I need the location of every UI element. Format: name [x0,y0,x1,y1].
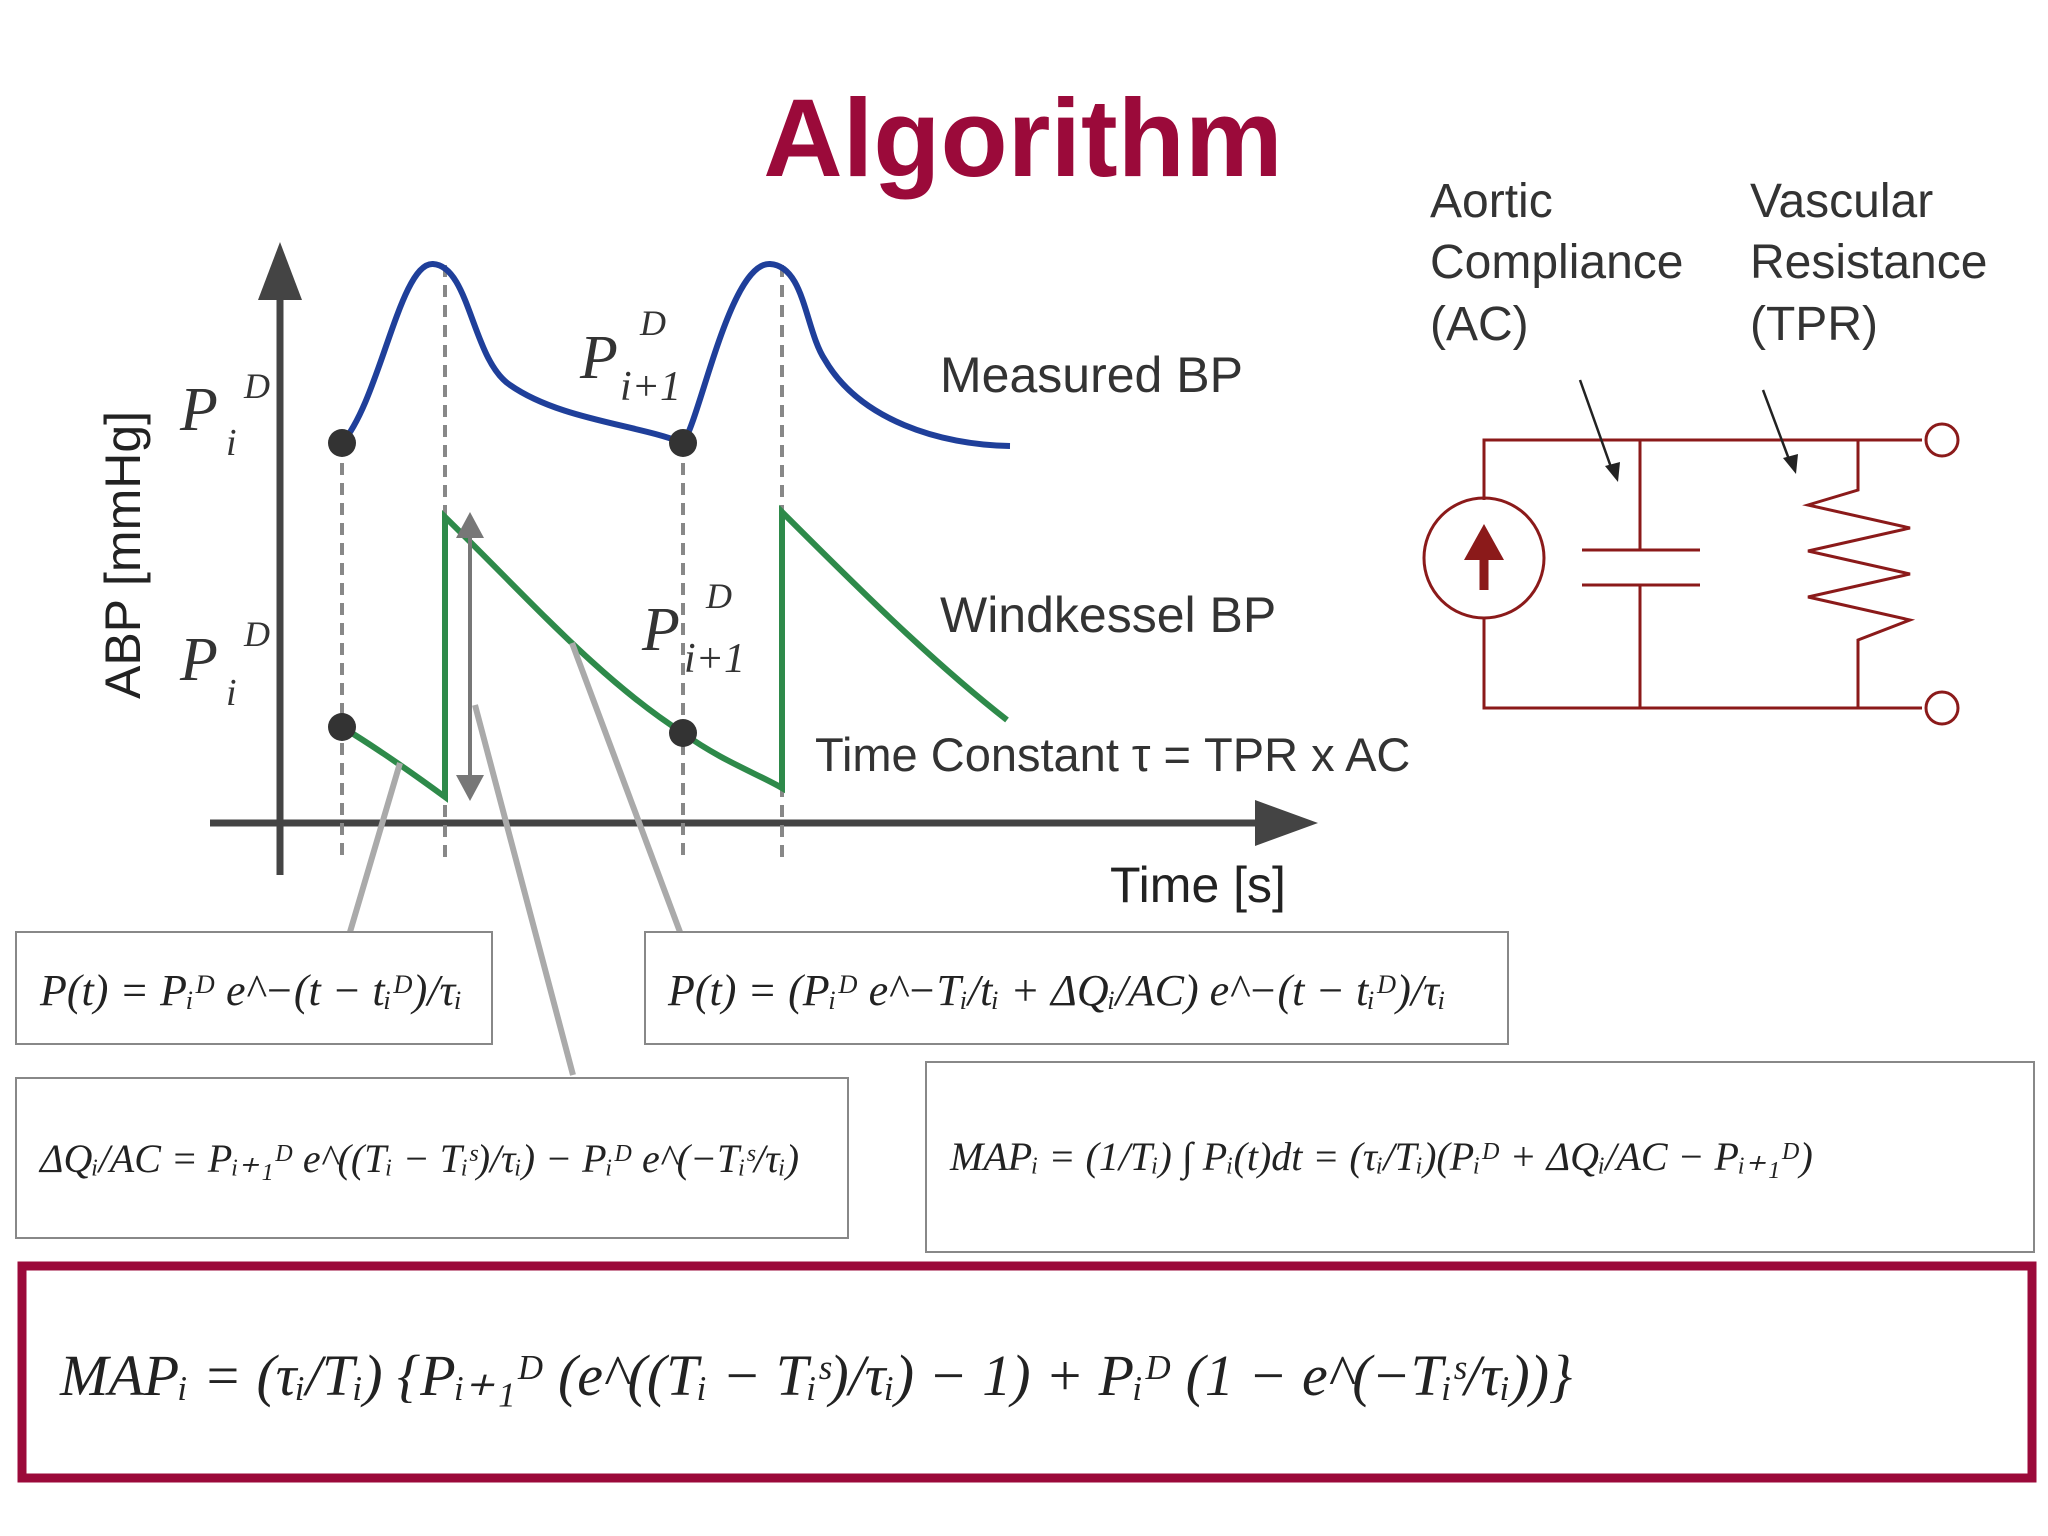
circuit-bottom-wire [1482,618,1922,710]
svg-text:P: P [641,596,680,664]
point-measured-i1 [669,429,697,457]
measured-bp-curve [339,260,1011,449]
svg-text:D: D [243,614,270,654]
formula-callout-lines [347,641,683,1076]
windkessel-bp-label: Windkessel BP [940,587,1276,643]
y-axis-label: ABP [mmHg] [95,411,151,699]
tpr-label-line-2: Resistance [1750,236,1987,289]
bp-graph: ABP [mmHg] Time [s] P D i P D [95,242,1410,1076]
label-p-i1-lower: P D i+1 [641,576,745,682]
pressure-jump-arrowhead-up [456,512,484,538]
time-constant-label: Time Constant τ = TPR x AC [815,728,1410,781]
point-measured-i [328,429,356,457]
x-axis-label: Time [s] [1110,857,1286,913]
pressure-jump-arrowhead-down [456,775,484,801]
windkessel-circuit: Aortic Compliance (AC) Vascular Resistan… [1422,175,1987,726]
svg-text:P: P [179,626,218,694]
svg-text:P: P [579,324,618,392]
tpr-pointer-head [1783,454,1798,474]
x-axis-arrowhead [1255,800,1318,846]
tpr-label-line-1: Vascular [1750,175,1933,228]
svg-text:i: i [226,422,237,464]
svg-text:i+1: i+1 [620,364,681,410]
measured-bp-label: Measured BP [940,347,1243,403]
label-p-i1-upper: P D i+1 [579,303,681,410]
ac-pointer [1578,379,1614,471]
current-source [1422,496,1546,620]
final-formula-box: MAPᵢ = (τᵢ/Tᵢ) {Pᵢ₊₁ᴰ (e^((Tᵢ − Tᵢˢ)/τᵢ)… [17,1261,2037,1483]
point-windkessel-i [328,713,356,741]
svg-text:D: D [639,303,666,343]
ac-label-line-1: Aortic [1430,175,1553,228]
current-source-arrowhead [1464,524,1504,560]
svg-text:D: D [243,366,270,406]
formula-box-3: ΔQᵢ/AC = Pᵢ₊₁ᴰ e^((Tᵢ − Tᵢˢ)/τᵢ) − Pᵢᴰ e… [15,1077,849,1239]
svg-text:i: i [226,672,237,714]
tpr-label-line-3: (TPR) [1750,298,1878,351]
ac-label-line-2: Compliance [1430,236,1683,289]
terminal-bottom [1924,690,1960,726]
formula-box-4: MAPᵢ = (1/Tᵢ) ∫ Pᵢ(t)dt = (τᵢ/Tᵢ)(Pᵢᴰ + … [925,1061,2035,1253]
terminal-top [1924,422,1960,458]
formula-box-2: P(t) = (Pᵢᴰ e^−Tᵢ/tᵢ + ΔQᵢ/AC) e^−(t − t… [644,931,1509,1045]
resistor [1802,440,1916,708]
final-formula: MAPᵢ = (τᵢ/Tᵢ) {Pᵢ₊₁ᴰ (e^((Tᵢ − Tᵢˢ)/τᵢ)… [59,1343,1572,1408]
formula-4: MAPᵢ = (1/Tᵢ) ∫ Pᵢ(t)dt = (τᵢ/Tᵢ)(Pᵢᴰ + … [949,1134,1813,1181]
tpr-pointer [1761,389,1792,463]
svg-text:i+1: i+1 [684,636,745,682]
formula-2: P(t) = (Pᵢᴰ e^−Tᵢ/tᵢ + ΔQᵢ/AC) e^−(t − t… [667,966,1446,1015]
slide-title: Algorithm [763,77,1282,200]
label-p-i-lower: P D i [179,614,270,714]
svg-text:P: P [179,376,218,444]
y-axis-arrowhead [258,242,302,300]
ac-pointer-head [1605,462,1620,482]
ac-label-line-3: (AC) [1430,298,1529,351]
formula-3: ΔQᵢ/AC = Pᵢ₊₁ᴰ e^((Tᵢ − Tᵢˢ)/τᵢ) − Pᵢᴰ e… [38,1136,799,1181]
formula-1: P(t) = Pᵢᴰ e^−(t − tᵢᴰ)/τᵢ [39,966,462,1015]
formula-box-1: P(t) = Pᵢᴰ e^−(t − tᵢᴰ)/τᵢ [15,931,493,1045]
svg-text:D: D [705,576,732,616]
label-p-i-upper: P D i [179,366,270,464]
beat-guides [340,265,784,862]
circuit-top-wire [1482,438,1922,500]
point-windkessel-i1 [669,719,697,747]
